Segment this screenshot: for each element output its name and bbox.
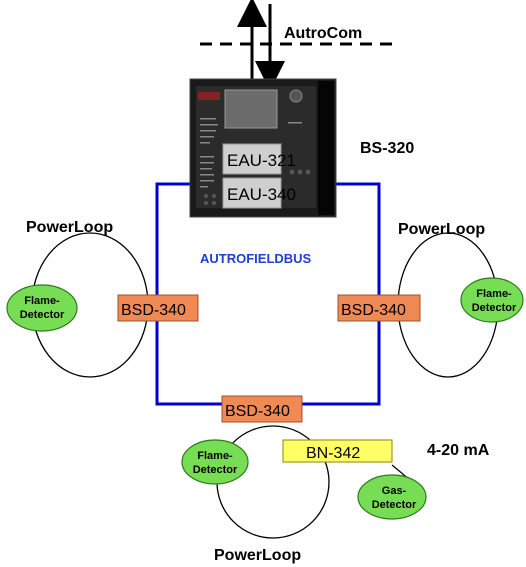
bn342-box: [282, 439, 393, 463]
eau340-label: EAU-340: [227, 185, 296, 204]
bsd-right-label: BSD-340: [341, 302, 406, 319]
right-powerloop-label: PowerLoop: [398, 221, 485, 238]
panel-display: [224, 89, 278, 129]
alarm-indicator: [198, 92, 220, 100]
eau321-label: EAU-321: [227, 151, 296, 170]
flame-detector-left: Flame- Detector: [6, 284, 78, 332]
flame-detector-left-line2: Detector: [20, 309, 65, 321]
bsd-left-box: [117, 294, 199, 322]
bsd-right-box: [337, 294, 421, 322]
bsd-bottom-label: BSD-340: [225, 403, 290, 420]
flame-detector-bottom-line1: Flame-: [197, 450, 233, 462]
fieldbus-label: AUTROFIELDBUS: [200, 251, 312, 266]
flame-detector-right-line1: Flame-: [476, 288, 512, 300]
flame-detector-bottom-line2: Detector: [193, 464, 238, 476]
gas-detector: Gas- Detector: [357, 474, 427, 520]
gas-detector-line1: Gas-: [382, 485, 407, 497]
signal-label: 4-20 mA: [427, 442, 490, 459]
bsd-left-label: BSD-340: [121, 302, 186, 319]
bottom-powerloop-label: PowerLoop: [214, 547, 301, 564]
autrocom-label: AutroCom: [284, 25, 362, 42]
bsd-bottom-box: [221, 395, 303, 423]
flame-detector-right-line2: Detector: [472, 302, 517, 314]
bn342-label: BN-342: [306, 445, 360, 462]
flame-detector-right: Flame- Detector: [460, 277, 524, 323]
bs320-panel: EAU-321 EAU-340: [189, 78, 337, 218]
flame-detector-left-line1: Flame-: [24, 295, 60, 307]
flame-detector-bottom: Flame- Detector: [181, 439, 249, 485]
bs320-label: BS-320: [360, 140, 414, 157]
gas-detector-line2: Detector: [372, 499, 417, 511]
eau340-module: [222, 177, 282, 209]
left-powerloop-label: PowerLoop: [26, 219, 113, 236]
eau321-module: [222, 143, 282, 175]
